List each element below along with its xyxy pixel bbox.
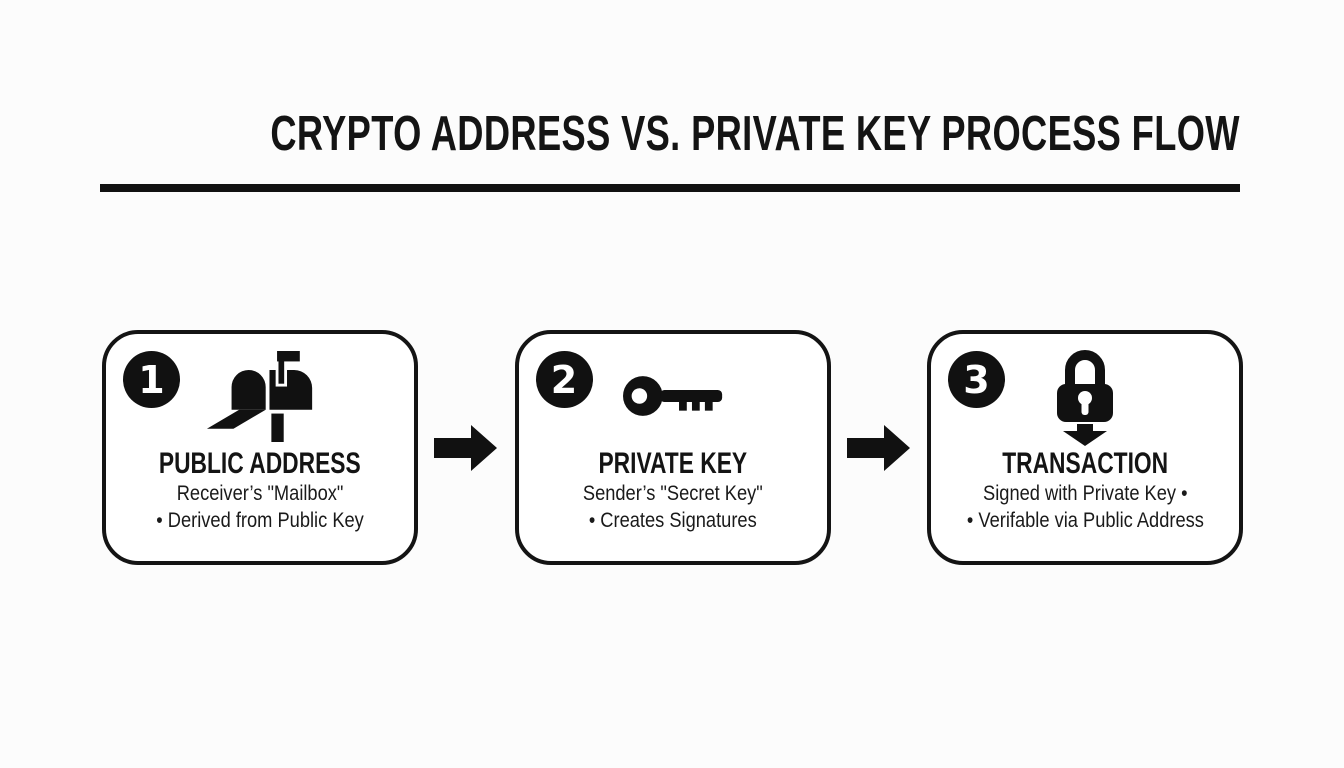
step-number-badge: 3 xyxy=(948,351,1005,408)
lock-arrow-icon xyxy=(931,344,1239,448)
step-description-line: Receiver’s "Mailbox" xyxy=(176,481,344,505)
connector-2 xyxy=(831,330,928,565)
step-number: 1 xyxy=(138,357,165,402)
step-number: 2 xyxy=(550,357,578,402)
step-number-badge: 2 xyxy=(535,351,593,408)
step-description-line: Signed with Private Key • xyxy=(982,481,1188,505)
mailbox-icon xyxy=(106,344,414,448)
arrow-right-icon xyxy=(434,423,498,473)
header: CRYPTO ADDRESS VS. PRIVATE KEY PROCESS F… xyxy=(100,106,1240,162)
key-icon xyxy=(519,344,827,448)
step-title: PRIVATE KEY xyxy=(598,447,747,480)
step-card-transaction: 3 TRANSACTION Signed with Private Key • … xyxy=(927,330,1243,565)
arrow-right-icon xyxy=(846,423,911,473)
step-title: PUBLIC ADDRESS xyxy=(159,447,361,480)
step-description-line: Sender’s "Secret Key" xyxy=(582,481,763,505)
step-number-badge: 1 xyxy=(123,351,180,408)
step-card-public-address: 1 PUBLIC ADDRESS Receiver’s "Mailbox" • … xyxy=(102,330,418,565)
step-description-line: • Creates Signatures xyxy=(588,508,757,532)
step-description-line: • Verifable via Public Address xyxy=(966,508,1204,532)
page-title: CRYPTO ADDRESS VS. PRIVATE KEY PROCESS F… xyxy=(270,107,1240,161)
step-title: TRANSACTION xyxy=(1002,447,1168,480)
step-description-line: • Derived from Public Key xyxy=(156,508,364,532)
process-flow: 1 PUBLIC ADDRESS Receiver’s "Mailbox" • … xyxy=(102,330,1243,565)
step-number: 3 xyxy=(963,357,990,402)
step-card-private-key: 2 PRIVATE KEY Sender’s "Secret Key" • Cr… xyxy=(514,330,831,565)
connector-1 xyxy=(418,330,515,565)
title-underline xyxy=(100,184,1240,192)
